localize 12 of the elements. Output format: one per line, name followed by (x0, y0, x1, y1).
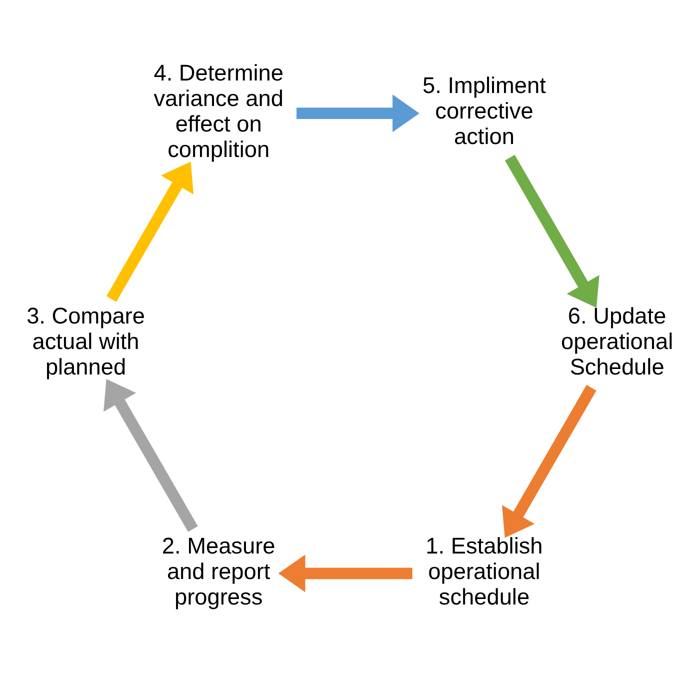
node-text: 5. Impliment corrective action (422, 72, 546, 149)
arrow (278, 554, 412, 592)
arrow (106, 161, 194, 302)
arrow (296, 94, 420, 132)
node-text: 6. Update operational Schedule (561, 302, 674, 379)
node-text: 1. Establish operational schedule (426, 532, 543, 609)
arrow (502, 384, 596, 538)
node-text: 2. Measure and report progress (162, 532, 276, 609)
arrow (104, 378, 198, 532)
node-text: 4. Determine variance and effect on complition (154, 58, 284, 162)
node-text: 3. Compare actual with planned (26, 302, 145, 379)
arrow (504, 154, 600, 308)
